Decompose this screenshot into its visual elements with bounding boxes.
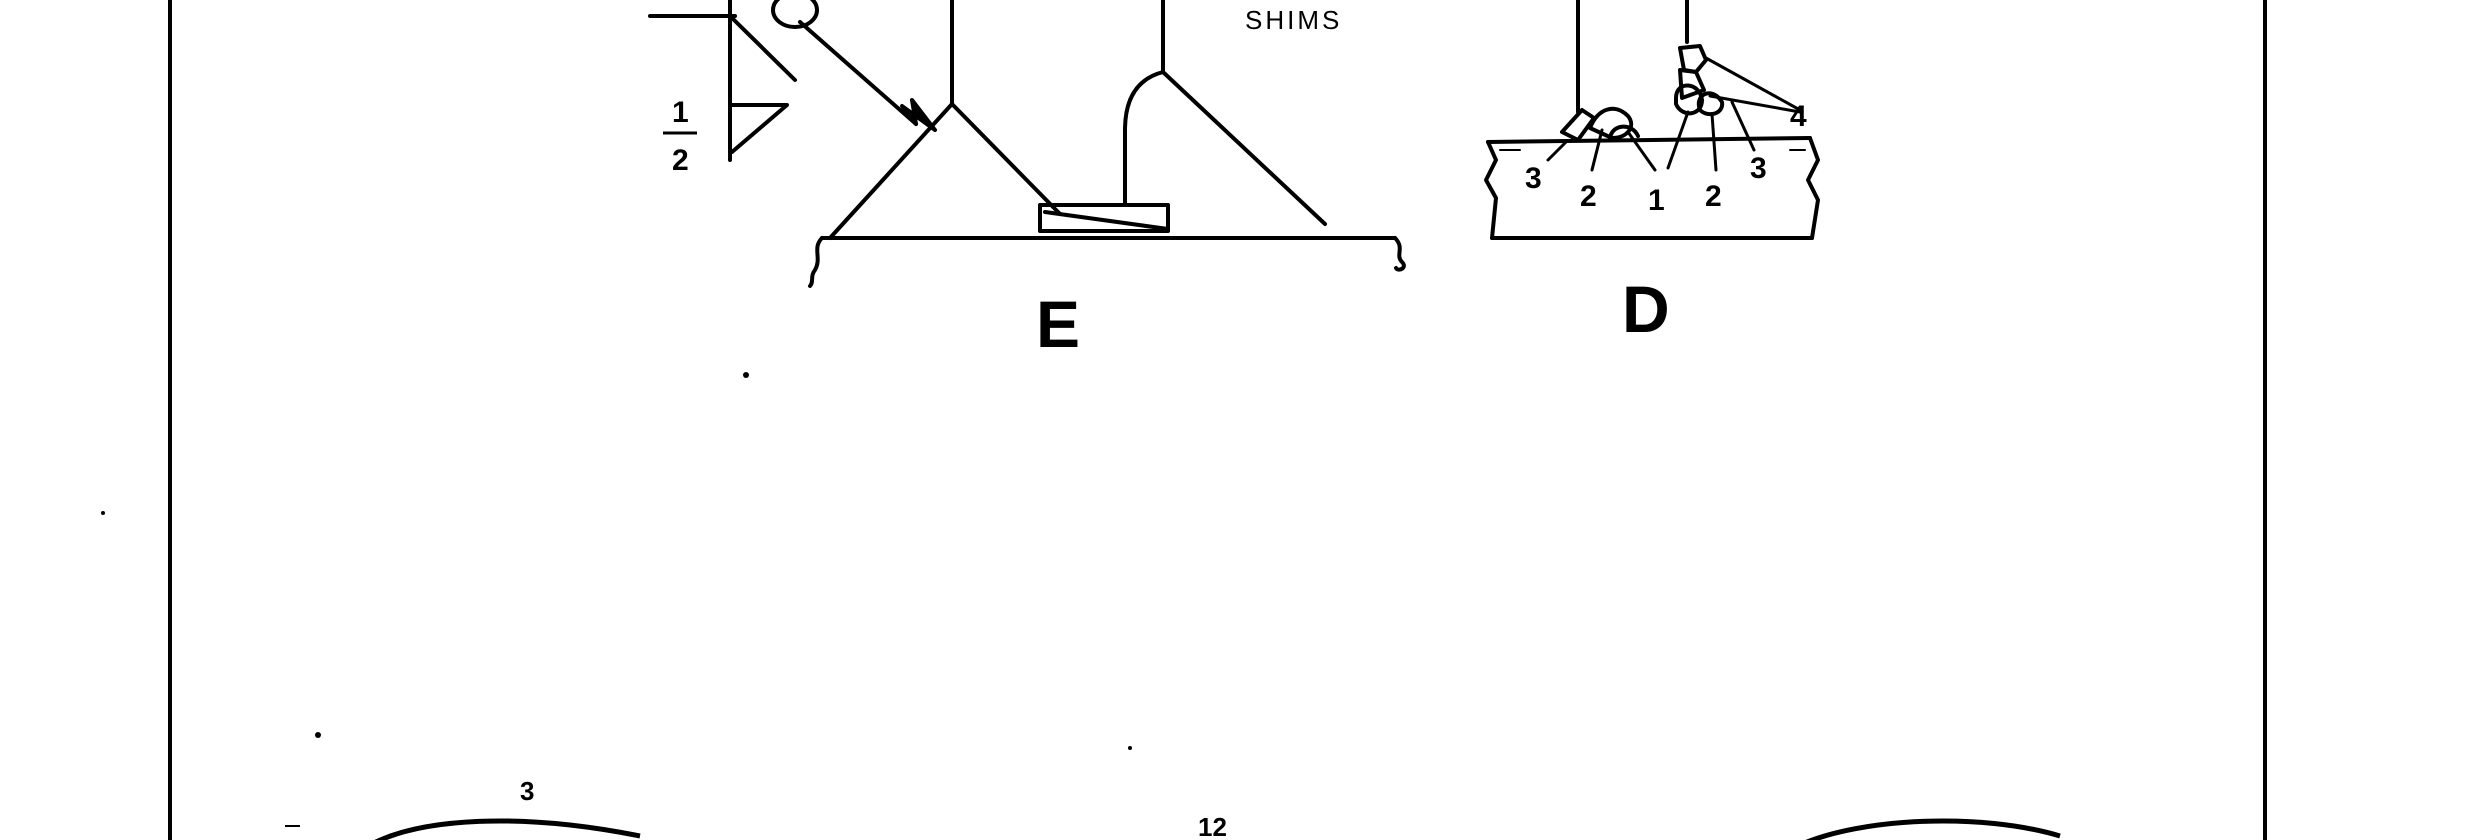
pass-labels: 3 2 1 2 3 4 [1525, 100, 1807, 217]
base-plate-d [1484, 136, 1820, 240]
scan-specks [101, 372, 1132, 750]
figure-d-caption: D [1622, 272, 1670, 346]
pass-label: 2 [1580, 180, 1597, 213]
pass-label: 3 [1525, 162, 1542, 195]
figure-e-caption: E [1036, 287, 1080, 361]
fraction-numerator: 1 [672, 96, 689, 129]
lower-panel [285, 818, 2061, 840]
page-frame [168, 0, 2267, 840]
weld-symbol-leader [648, 0, 937, 162]
pass-label: 1 [1648, 184, 1665, 217]
shims [1038, 203, 1170, 233]
fillet-weld-left [828, 102, 1062, 240]
base-plate-e [808, 236, 1406, 288]
fraction-denominator: 2 [672, 144, 689, 177]
figure-e [648, 0, 1406, 288]
pass-label: 2 [1705, 180, 1722, 213]
arc-right [1805, 818, 2061, 840]
pass-label: 3 [1750, 152, 1767, 185]
lower-label-12: 12 [1198, 812, 1227, 840]
weld-beads [1560, 44, 1725, 142]
arc-left [374, 818, 641, 840]
fillet-weld-right [1123, 70, 1327, 226]
lower-label-3: 3 [520, 776, 534, 806]
figure-d [1484, 0, 1820, 240]
shims-label: SHIMS [1245, 5, 1342, 35]
pass-label: 4 [1790, 100, 1807, 133]
